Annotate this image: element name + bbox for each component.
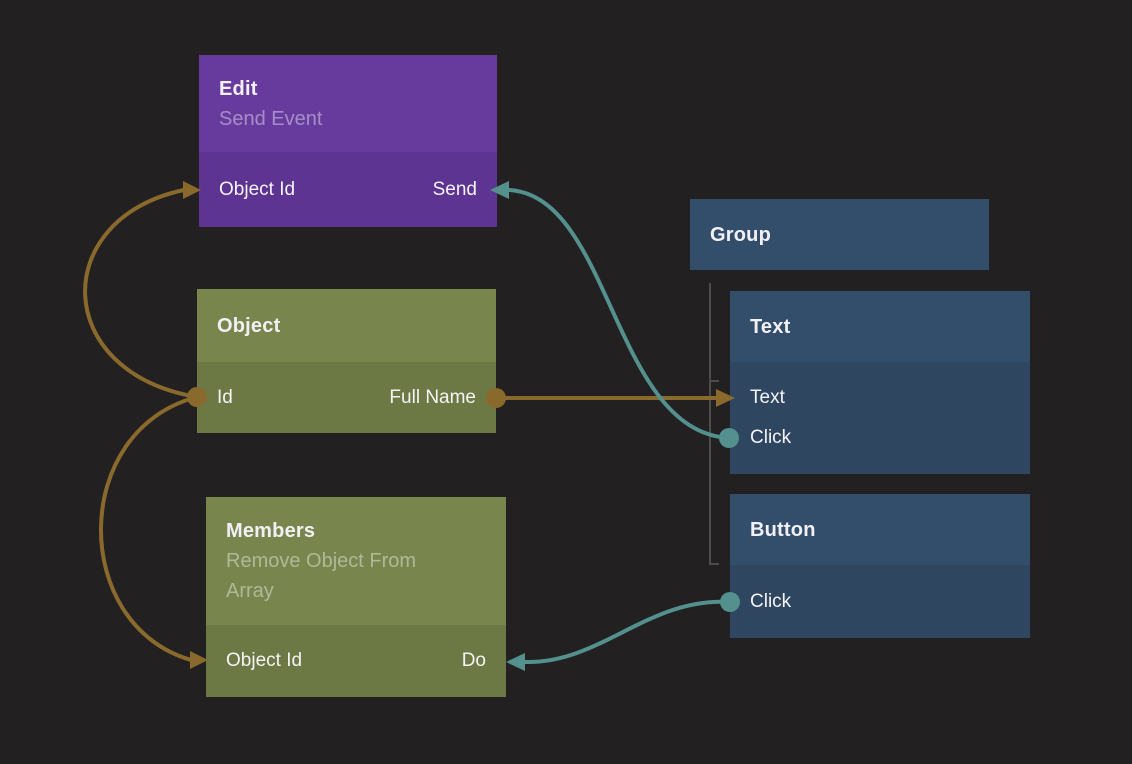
port-text-text[interactable]: Text: [750, 387, 785, 408]
port-row: Click: [730, 418, 1030, 458]
node-members[interactable]: Members Remove Object From Array Object …: [206, 497, 506, 697]
node-edit-header: Edit Send Event: [199, 55, 497, 152]
node-button-body: Click: [730, 565, 1030, 638]
wire-buttonclick-to-do[interactable]: [523, 599, 732, 665]
node-object[interactable]: Object Id Full Name: [197, 289, 496, 433]
port-edit-object-id[interactable]: Object Id: [219, 178, 296, 200]
node-title: Button: [750, 518, 816, 541]
node-button[interactable]: Button Click: [730, 494, 1030, 638]
port-object-id[interactable]: Id: [217, 386, 233, 408]
port-button-click[interactable]: Click: [750, 590, 792, 612]
node-text[interactable]: Text Text Click: [730, 291, 1030, 474]
port-row: Id Full Name: [197, 378, 496, 418]
port-row: Object Id Do: [206, 641, 506, 681]
port-members-object-id[interactable]: Object Id: [226, 650, 303, 671]
node-title: Group: [710, 223, 771, 246]
node-object-body: Id Full Name: [197, 362, 496, 433]
node-group-header: Group: [690, 199, 989, 270]
node-text-body: Text Click: [730, 362, 1030, 474]
node-members-header: Members Remove Object From Array: [206, 497, 506, 625]
arrowhead-members-do-icon: [506, 653, 525, 671]
node-edit-body: Object Id Send: [199, 152, 497, 227]
node-subtitle: Remove Object From Array: [226, 550, 417, 602]
node-subtitle: Send Event: [219, 107, 323, 130]
node-title: Edit: [219, 77, 258, 100]
node-members-body: Object Id Do: [206, 625, 506, 697]
port-row: Click: [730, 582, 1030, 622]
node-object-header: Object: [197, 289, 496, 362]
node-button-header: Button: [730, 494, 1030, 565]
node-title: Text: [750, 315, 791, 338]
port-text-click[interactable]: Click: [750, 427, 792, 448]
node-title: Object: [217, 314, 281, 337]
wire-object-id-to-members[interactable]: [99, 395, 199, 662]
port-members-do[interactable]: Do: [461, 650, 486, 671]
wire-object-id-to-edit[interactable]: [83, 188, 199, 399]
node-group[interactable]: Group: [690, 199, 989, 270]
port-object-fullname[interactable]: Full Name: [389, 386, 476, 408]
port-row: Object Id Send: [199, 170, 497, 210]
node-title: Members: [226, 520, 316, 542]
node-edit[interactable]: Edit Send Event Object Id Send: [199, 55, 497, 227]
node-text-header: Text: [730, 291, 1030, 362]
group-tree-connector: [709, 283, 719, 565]
port-edit-send[interactable]: Send: [432, 178, 477, 200]
port-row: Text: [730, 378, 1030, 418]
